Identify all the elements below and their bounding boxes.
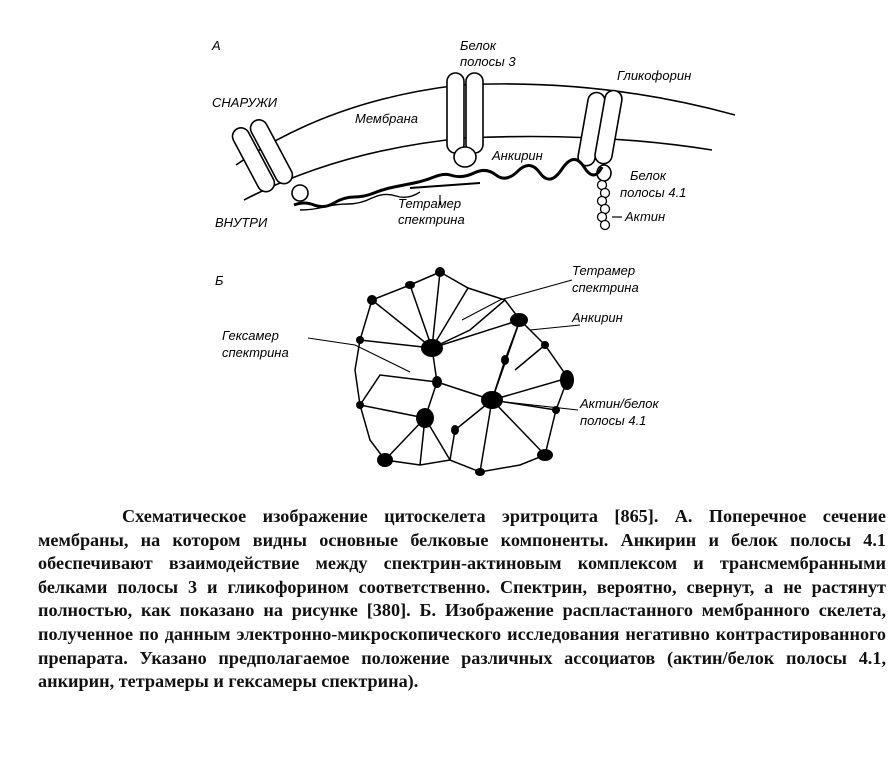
membrane-inner-line	[243, 135, 713, 201]
figure-caption: Схематическое изображение цитоскелета эр…	[38, 506, 886, 692]
actin-chain	[596, 179, 611, 231]
band41-label-line2: полосы 4.1	[620, 185, 686, 200]
actin-nodes	[356, 267, 574, 476]
ankyrin-label: Анкирин	[491, 148, 543, 163]
tetramer-label-line2: спектрина	[572, 280, 639, 295]
band3-label-line1: Белок	[460, 38, 497, 53]
panel-b-letter: Б	[215, 273, 224, 288]
tetramer-label-line1: Тетрамер	[572, 263, 635, 278]
spectrin-tetramer-line	[293, 158, 604, 209]
inside-label: ВНУТРИ	[215, 215, 268, 230]
spectrin-tetramer-label-line1: Тетрамер	[398, 196, 461, 211]
spectrin-tetramer-line-2	[299, 191, 421, 211]
actin-band41-label-line2: полосы 4.1	[580, 413, 646, 428]
spectrin-network-strands	[354, 271, 569, 473]
band3-protein-center	[446, 72, 484, 168]
erythrocyte-cytoskeleton-diagram: А	[211, 38, 736, 476]
band41-label-line1: Белок	[630, 168, 667, 183]
outside-label: СНАРУЖИ	[212, 95, 278, 110]
spectrin-tetramer-strand	[409, 182, 481, 189]
hexamer-label-line1: Гексамер	[222, 328, 279, 343]
membrane-outer-line	[235, 83, 736, 166]
glycophorin-label: Гликофорин	[617, 68, 691, 83]
panel-a: А	[211, 38, 736, 231]
actin-label: Актин	[624, 209, 665, 224]
actin-band41-label-line1: Актин/белок	[579, 396, 659, 411]
panel-b-leader-lines	[307, 279, 581, 411]
ankyrin-label-b: Анкирин	[571, 310, 623, 325]
band3-protein-left	[231, 119, 309, 202]
hexamer-label-line2: спектрина	[222, 345, 289, 360]
panel-b: Б	[215, 263, 659, 476]
spectrin-tetramer-label-line2: спектрина	[398, 212, 465, 227]
membrane-label: Мембрана	[355, 111, 418, 126]
band3-label-line2: полосы 3	[460, 54, 516, 69]
panel-a-letter: А	[211, 38, 221, 53]
